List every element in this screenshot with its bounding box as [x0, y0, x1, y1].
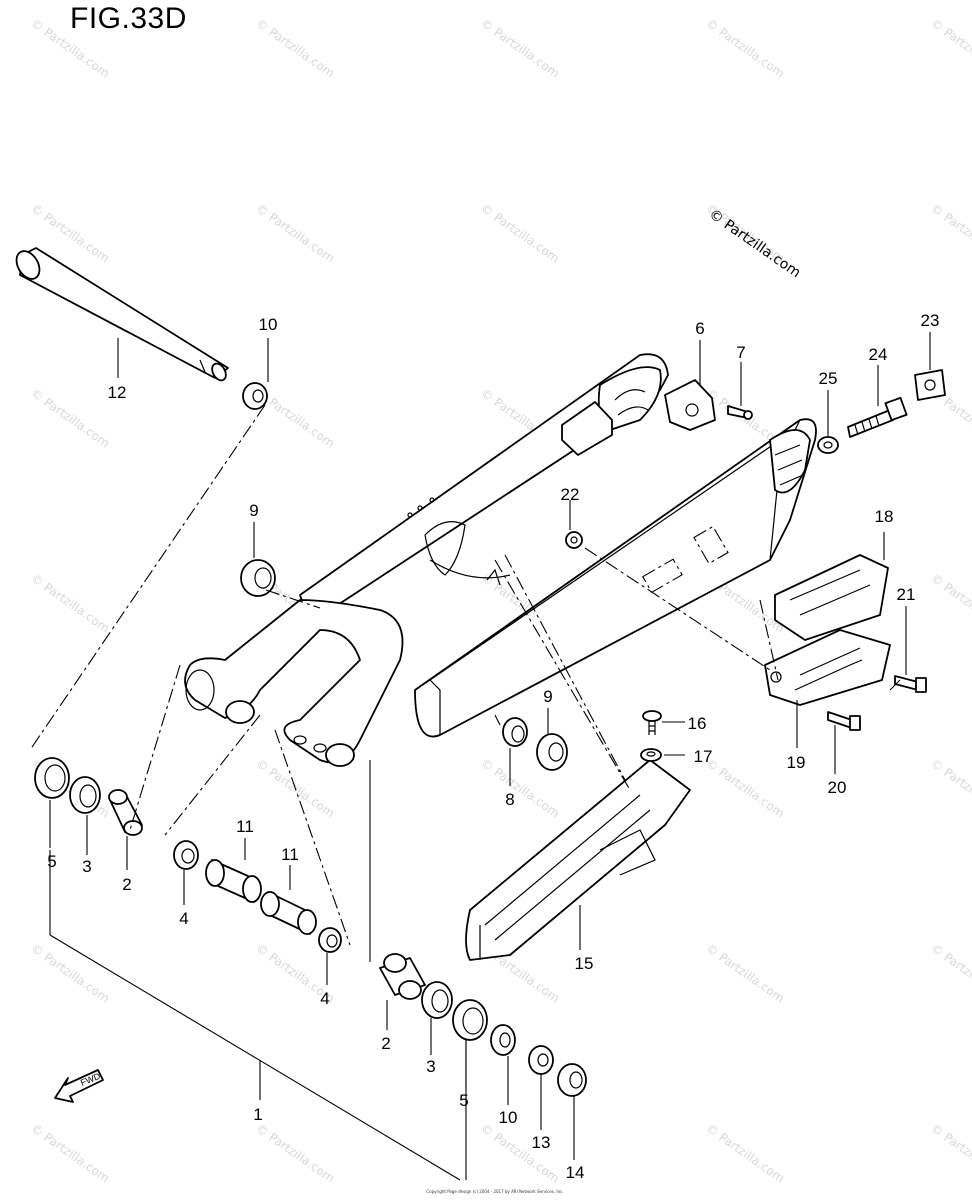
callout-24: 24 — [869, 345, 888, 364]
callout-18: 18 — [875, 507, 894, 526]
callout-3-right: 3 — [426, 1057, 435, 1076]
bush-part-22[interactable] — [565, 531, 583, 549]
spacer-part-2-right[interactable] — [379, 953, 426, 1000]
bearing-part-8[interactable] — [502, 717, 528, 747]
callout-2-right: 2 — [381, 1034, 390, 1053]
washer-part-13[interactable] — [528, 1045, 554, 1075]
callout-3-left: 3 — [82, 857, 91, 876]
plate-part-6[interactable] — [664, 379, 716, 431]
chain-buffer-part-15[interactable] — [465, 759, 691, 961]
oil-seal-part-5-left[interactable] — [34, 757, 70, 799]
collar-part-11-upper[interactable] — [205, 859, 262, 903]
forward-arrow-icon: FWD — [54, 1069, 104, 1103]
watermark-text: © Partzilla.com — [703, 16, 787, 81]
callout-1: 1 — [253, 1105, 262, 1124]
watermark-text: © Partzilla.com — [253, 16, 337, 81]
watermark-text: © Partzilla.com — [478, 201, 562, 266]
bearing-part-3-left[interactable] — [69, 776, 101, 814]
callout-17: 17 — [694, 747, 713, 766]
callout-labels: 12 10 9 6 7 25 24 23 22 18 21 19 20 16 1… — [47, 311, 939, 1182]
watermark-text: © Partzilla.com — [28, 16, 112, 81]
watermark-text: © Partzilla.com — [928, 16, 972, 81]
washer-part-10-upper[interactable] — [242, 382, 268, 410]
watermark-text: © Partzilla.com — [928, 941, 972, 1006]
callout-8: 8 — [505, 790, 514, 809]
callout-25: 25 — [819, 369, 838, 388]
bolt-part-7[interactable] — [727, 405, 753, 420]
washer-part-17[interactable] — [640, 748, 662, 762]
callout-12: 12 — [108, 383, 127, 402]
callout-6: 6 — [695, 319, 704, 338]
nut-part-14[interactable] — [557, 1063, 587, 1097]
nut-part-25[interactable] — [817, 436, 839, 454]
bearing-part-3-right[interactable] — [421, 981, 453, 1019]
callout-23: 23 — [921, 311, 940, 330]
watermark-text: © Partzilla.com — [28, 386, 112, 451]
collar-part-11-lower[interactable] — [260, 891, 317, 935]
bearing-part-4-left[interactable] — [173, 840, 199, 870]
leader-lines — [49, 332, 931, 1181]
callout-5-left: 5 — [47, 852, 56, 871]
callout-5-right: 5 — [459, 1091, 468, 1110]
swingarm-part-1[interactable] — [184, 353, 817, 767]
callout-7: 7 — [736, 343, 745, 362]
chain-guide-bracket-part-19[interactable] — [764, 629, 891, 706]
bearing-part-9-upper[interactable] — [240, 559, 276, 597]
callout-22: 22 — [561, 485, 580, 504]
watermark-text: © Partzilla.com — [928, 756, 972, 821]
adjuster-bolt-part-24[interactable] — [847, 396, 908, 438]
callout-15: 15 — [575, 954, 594, 973]
watermark-text: © Partzilla.com — [703, 756, 787, 821]
watermark-text: © Partzilla.com — [703, 1121, 787, 1186]
watermark-text: © Partzilla.com — [478, 1121, 562, 1186]
callout-10-lower: 10 — [499, 1108, 518, 1127]
callout-11-lower: 11 — [281, 845, 299, 864]
callout-4-right: 4 — [320, 989, 329, 1008]
callout-21: 21 — [897, 585, 916, 604]
watermark-text: © Partzilla.com — [28, 941, 112, 1006]
bolt-part-21[interactable] — [894, 675, 927, 693]
watermark-text: © Partzilla.com — [703, 941, 787, 1006]
callout-2-left: 2 — [122, 875, 131, 894]
assembly-lines — [29, 404, 901, 946]
copyright-text: © Partzilla.com — [706, 206, 804, 281]
watermark-text: © Partzilla.com — [928, 571, 972, 636]
spacer-part-2-left[interactable] — [108, 789, 143, 836]
callout-14: 14 — [566, 1163, 585, 1182]
pivot-shaft-part-12[interactable] — [12, 247, 229, 383]
callout-9-upper: 9 — [249, 501, 258, 520]
screw-part-16[interactable] — [642, 710, 662, 735]
oil-seal-part-5-right[interactable] — [452, 999, 488, 1041]
figure-title: FIG.33D — [70, 2, 187, 35]
chain-guide-part-18[interactable] — [774, 554, 889, 641]
callout-9-lower: 9 — [543, 687, 552, 706]
callout-11-upper: 11 — [236, 817, 254, 836]
watermark-text: © Partzilla.com — [928, 1121, 972, 1186]
bearing-part-4-right[interactable] — [318, 927, 342, 953]
washer-part-10-lower[interactable] — [490, 1024, 516, 1056]
watermark-text: © Partzilla.com — [253, 201, 337, 266]
callout-4-left: 4 — [179, 909, 188, 928]
watermark-text: © Partzilla.com — [928, 201, 972, 266]
callout-20: 20 — [828, 778, 847, 797]
bearing-part-9-lower[interactable] — [536, 733, 568, 771]
callout-19: 19 — [787, 753, 806, 772]
watermark-text: © Partzilla.com — [28, 571, 112, 636]
watermark-text: © Partzilla.com — [253, 1121, 337, 1186]
bolt-part-20[interactable] — [827, 711, 861, 731]
callout-16: 16 — [688, 714, 707, 733]
callout-10-upper: 10 — [259, 315, 278, 334]
footer-copyright: Copyright Page design (c) 2004 - 2017 by… — [426, 1189, 564, 1194]
watermark-text: © Partzilla.com — [478, 16, 562, 81]
adjuster-plate-part-23[interactable] — [914, 369, 946, 401]
watermark-text: © Partzilla.com — [28, 1121, 112, 1186]
callout-13: 13 — [532, 1133, 551, 1152]
